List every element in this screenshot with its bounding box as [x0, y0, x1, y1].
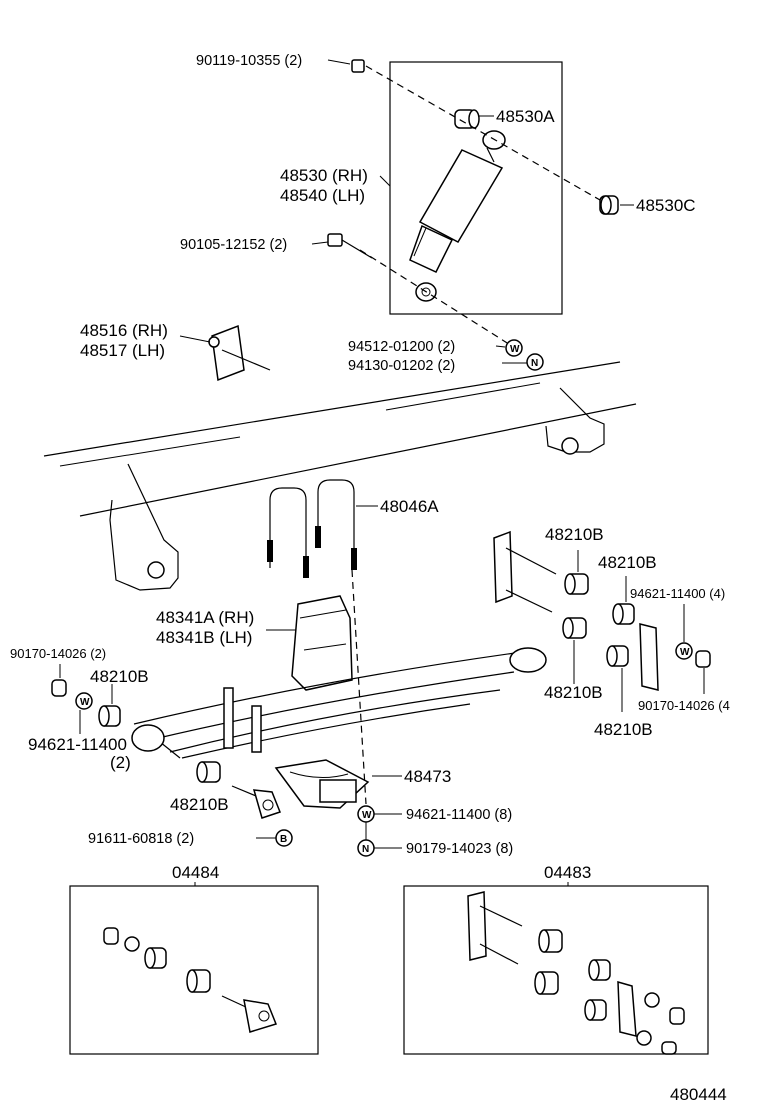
svg-text:B: B	[280, 834, 287, 845]
bushing-48530a	[454, 109, 480, 129]
label-04483: 04483	[544, 863, 591, 882]
washer-94621-left	[75, 692, 93, 710]
bushing-48210b-r2	[612, 603, 635, 625]
leaf-spring	[131, 647, 547, 759]
kit-04484-box	[69, 885, 319, 1055]
bumper-48341	[291, 595, 353, 691]
svg-text:N: N	[362, 844, 369, 855]
label-48530: 48530 (RH)	[280, 166, 368, 185]
washer-94621-right	[675, 642, 693, 660]
label-91611: 91611-60818 (2)	[88, 831, 194, 847]
label-90170-left: 90170-14026 (2)	[10, 646, 106, 661]
svg-text:N: N	[531, 358, 538, 369]
label-94621-left: 94621-11400	[28, 735, 127, 754]
shock-absorber-box	[389, 61, 563, 315]
label-48210b-r4: 48210B	[594, 720, 653, 739]
nut-90170-left	[51, 679, 67, 697]
spring-seat-48473	[274, 759, 370, 809]
bushing-48210b-r4	[606, 645, 629, 667]
dash-vertical	[351, 569, 367, 805]
label-48341b: 48341B (LH)	[156, 628, 252, 647]
label-48210b-r3: 48210B	[544, 683, 603, 702]
label-48516: 48516 (RH)	[80, 321, 168, 340]
label-48530a: 48530A	[496, 107, 555, 126]
label-48540: 48540 (LH)	[280, 186, 365, 205]
nut-94130	[526, 353, 544, 371]
bushing-48210b-r3	[562, 617, 587, 639]
dash-top	[365, 65, 601, 201]
label-48210b-bottom: 48210B	[170, 795, 229, 814]
label-90119: 90119-10355 (2)	[196, 53, 302, 69]
label-04484: 04484	[172, 863, 219, 882]
shock-absorber	[409, 130, 506, 302]
bushing-48210b-r1	[564, 573, 589, 595]
label-48210b-r1: 48210B	[545, 525, 604, 544]
label-94621-left-qty: (2)	[110, 753, 131, 772]
bracket-48516	[208, 324, 271, 382]
svg-text:W: W	[510, 344, 520, 355]
nut-90170-right	[695, 650, 711, 668]
diagram-id: 480444	[670, 1085, 727, 1104]
label-48341a: 48341A (RH)	[156, 608, 254, 627]
label-48210b-left: 48210B	[90, 667, 149, 686]
svg-text:W: W	[80, 697, 90, 708]
label-90170-right: 90170-14026 (4	[638, 698, 730, 713]
label-90105: 90105-12152 (2)	[180, 237, 287, 253]
svg-text:W: W	[680, 647, 690, 658]
label-90179: 90179-14023 (8)	[406, 841, 513, 857]
u-bolts	[267, 479, 357, 578]
bolt-91611	[231, 785, 281, 819]
shackle-right	[493, 530, 659, 691]
label-48046a: 48046A	[380, 497, 439, 516]
label-94621-right: 94621-11400 (4)	[630, 586, 725, 601]
bushing-48210b-bottom	[196, 761, 221, 783]
kit-04483-parts	[467, 891, 685, 1055]
label-94621-bottom: 94621-11400 (8)	[406, 807, 512, 823]
kit-04483-box	[403, 885, 709, 1055]
bushing-48530c	[599, 195, 619, 215]
label-94512: 94512-01200 (2)	[348, 339, 455, 355]
svg-text:W: W	[362, 810, 372, 821]
label-48210b-r2: 48210B	[598, 553, 657, 572]
dash-bottom	[359, 249, 513, 347]
bolt-90105	[327, 233, 373, 259]
kit-04484-parts	[103, 927, 277, 1033]
washer-94512	[505, 339, 523, 357]
label-48517: 48517 (LH)	[80, 341, 165, 360]
bolt-90119	[351, 59, 365, 73]
label-94130: 94130-01202 (2)	[348, 358, 455, 374]
bushing-48210b-left	[98, 705, 121, 727]
frame-rail	[43, 361, 637, 591]
label-48530c: 48530C	[636, 196, 696, 215]
label-48473: 48473	[404, 767, 451, 786]
